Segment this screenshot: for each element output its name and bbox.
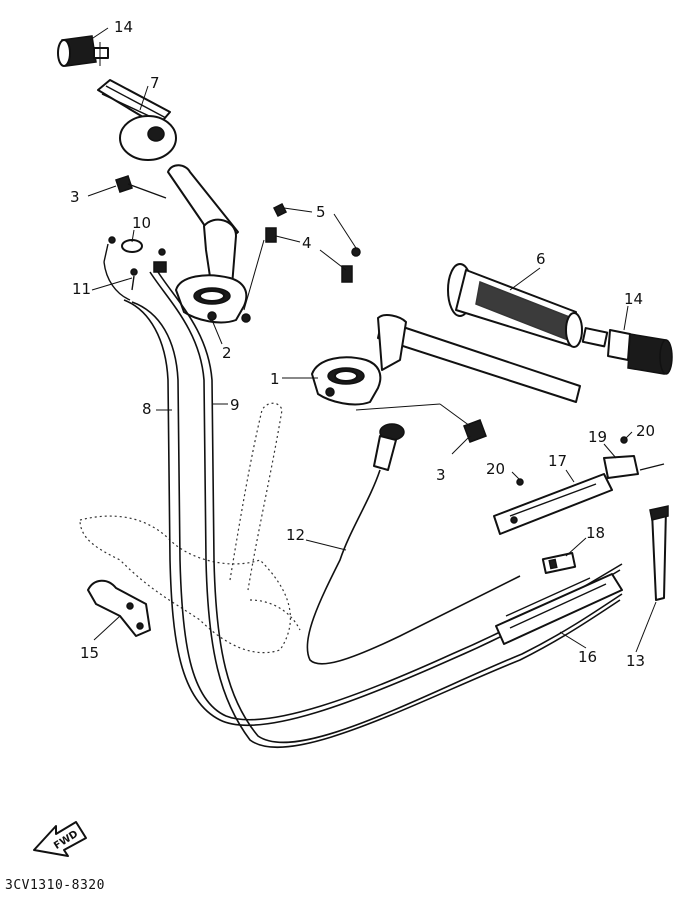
callout-18: 18 bbox=[586, 524, 605, 542]
callout-9: 9 bbox=[230, 396, 240, 414]
cable-holder bbox=[516, 436, 665, 486]
callout-20-left: 20 bbox=[486, 460, 505, 478]
callout-11: 11 bbox=[72, 280, 91, 298]
leader-lines bbox=[87, 27, 657, 653]
callout-20-right: 20 bbox=[636, 422, 655, 440]
bracket-15 bbox=[87, 579, 151, 637]
choke-lever-bracket bbox=[493, 473, 613, 535]
right-handlebar bbox=[377, 314, 581, 403]
callout-14-left: 14 bbox=[114, 18, 133, 36]
callout-4: 4 bbox=[302, 234, 312, 252]
cable-tie bbox=[649, 505, 669, 601]
callout-17: 17 bbox=[548, 452, 567, 470]
control-cables bbox=[123, 271, 623, 749]
callout-14-right: 14 bbox=[624, 290, 643, 308]
cable-guide bbox=[495, 573, 623, 645]
bar-end-weight-right bbox=[581, 327, 673, 375]
left-handlebar bbox=[167, 164, 239, 291]
cable-joint bbox=[541, 552, 577, 574]
callout-8: 8 bbox=[142, 400, 152, 418]
bar-end-weight-left bbox=[57, 35, 109, 67]
callout-13: 13 bbox=[626, 652, 645, 670]
diagram-code: 3CV1310-8320 bbox=[5, 878, 105, 893]
callout-5: 5 bbox=[316, 203, 326, 221]
callout-6: 6 bbox=[536, 250, 546, 268]
callout-16: 16 bbox=[578, 648, 597, 666]
choke-cable bbox=[306, 423, 521, 665]
callout-1: 1 bbox=[270, 370, 280, 388]
frame-ghost-outline bbox=[79, 402, 301, 654]
throttle-housing bbox=[175, 274, 251, 324]
left-grip bbox=[97, 79, 177, 161]
callout-10: 10 bbox=[132, 214, 151, 232]
screw-left bbox=[115, 175, 167, 199]
forward-arrow: FWD bbox=[33, 821, 87, 857]
callout-19: 19 bbox=[588, 428, 607, 446]
callout-7: 7 bbox=[150, 74, 160, 92]
small-screws bbox=[265, 202, 361, 283]
cable-adjuster-parts bbox=[103, 236, 167, 301]
right-clip-on bbox=[311, 356, 382, 406]
callout-15: 15 bbox=[80, 644, 99, 662]
callout-labels: 14 7 3 10 11 5 4 2 6 14 1 8 9 3 19 20 20… bbox=[70, 18, 655, 670]
callout-2: 2 bbox=[222, 344, 232, 362]
right-grip bbox=[447, 263, 583, 348]
callout-3-right: 3 bbox=[436, 466, 446, 484]
callout-3-left: 3 bbox=[70, 188, 80, 206]
callout-12: 12 bbox=[286, 526, 305, 544]
